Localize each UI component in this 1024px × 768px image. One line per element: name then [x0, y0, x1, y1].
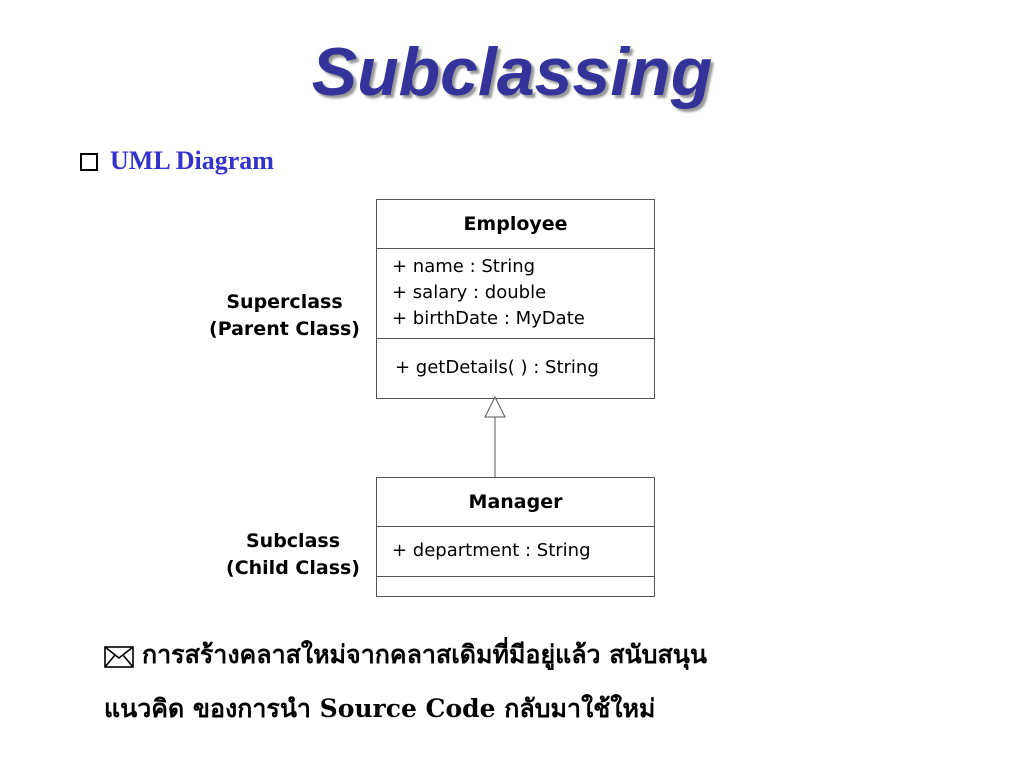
note-line1: การสร้างคลาสใหม่จากคลาสเดิมที่มีอยู่แล้ว…	[142, 640, 707, 669]
class-name-manager: Manager	[377, 478, 654, 527]
class-box-manager: Manager + department : String	[376, 477, 655, 597]
subclass-label: Subclass (Child Class)	[226, 528, 360, 582]
class-box-employee: Employee + name : String + salary : doub…	[376, 199, 655, 399]
superclass-label: Superclass (Parent Class)	[209, 289, 360, 343]
method-getdetails: + getDetails( ) : String	[395, 357, 599, 378]
note-text: การสร้างคลาสใหม่จากคลาสเดิมที่มีอยู่แล้ว…	[104, 628, 904, 736]
attributes-section-employee: + name : String + salary : double + birt…	[377, 249, 654, 339]
attributes-section-manager: + department : String	[377, 527, 654, 577]
methods-section-manager	[377, 577, 654, 596]
inheritance-arrow-icon	[484, 395, 506, 418]
bullet-uml-diagram: UML Diagram	[80, 146, 274, 176]
attribute-name: + name : String	[392, 256, 536, 277]
envelope-icon	[104, 645, 134, 668]
attribute-department: + department : String	[392, 540, 591, 561]
note-line1-row: การสร้างคลาสใหม่จากคลาสเดิมที่มีอยู่แล้ว…	[104, 628, 904, 682]
class-name-employee: Employee	[377, 200, 654, 249]
hollow-square-bullet-icon	[80, 153, 98, 171]
note-line2: แนวคิด ของการนำ Source Code กลับมาใช้ใหม…	[104, 694, 656, 723]
methods-section-employee: + getDetails( ) : String	[377, 339, 654, 398]
slide-title: Subclassing	[311, 34, 713, 110]
subclass-label-line2: (Child Class)	[226, 557, 360, 579]
superclass-label-line2: (Parent Class)	[209, 318, 360, 340]
attribute-birthdate: + birthDate : MyDate	[392, 308, 585, 329]
subclass-label-line1: Subclass	[245, 530, 341, 552]
bullet-text: UML Diagram	[110, 146, 274, 175]
superclass-label-line1: Superclass	[226, 291, 343, 313]
attribute-salary: + salary : double	[392, 282, 547, 303]
